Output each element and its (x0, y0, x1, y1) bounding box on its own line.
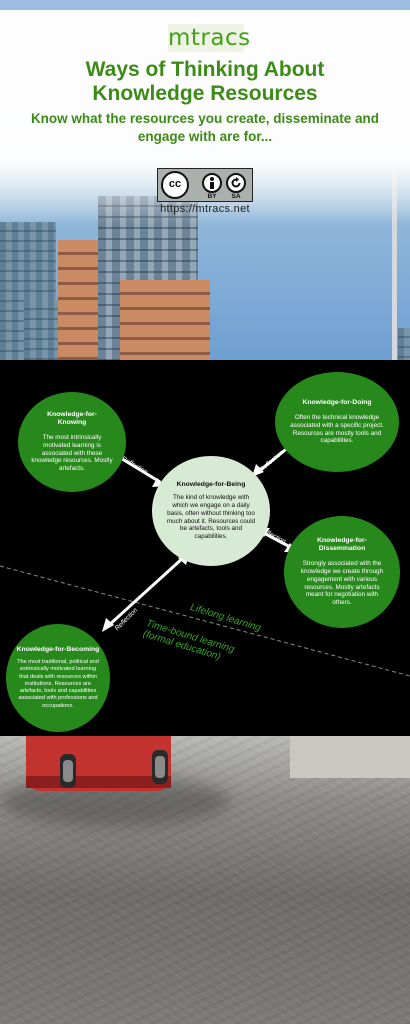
node-dissemination-text: Strongly associated with the knowledge w… (300, 560, 384, 607)
node-being-text: The kind of knowledge with which we enga… (166, 494, 256, 541)
node-knowledge-for-doing: Knowledge-for-Doing Often the technical … (275, 372, 399, 472)
site-url-link[interactable]: https://mtracs.net (160, 203, 250, 215)
cc-by-sa-license-badge[interactable]: cc BY SA (157, 168, 253, 202)
concrete-barrier (290, 736, 410, 778)
arrow-becoming-being (102, 551, 190, 632)
page-title-line-1: Ways of Thinking About (85, 58, 325, 81)
page-title-line-2: Knowledge Resources (92, 82, 318, 105)
page-title: Ways of Thinking About Knowledge Resourc… (0, 58, 410, 106)
building-right-edge (398, 328, 410, 360)
red-vehicle-shade (26, 776, 171, 788)
street-lamp-pole (392, 160, 397, 360)
building-left-lower (24, 300, 64, 360)
share-alike-glyph (231, 177, 241, 188)
learning-boundary-line (0, 565, 410, 677)
attribution-icon (202, 173, 222, 193)
license-sa-label: SA (231, 193, 241, 200)
node-becoming-text: The most traditional, political and extr… (17, 659, 99, 709)
license-by-label: BY (207, 193, 217, 200)
creative-commons-icon: cc (161, 171, 189, 199)
node-knowledge-for-dissemination: Knowledge-for-Dissemination Strongly ass… (284, 516, 400, 628)
mtracs-logo: mtracs (168, 24, 251, 52)
node-doing-title: Knowledge-for-Doing (302, 398, 372, 406)
sky-stripe (0, 0, 410, 10)
node-knowledge-for-knowing: Knowledge-for-Knowing The most intrinsic… (18, 392, 126, 492)
license-icon-row: cc (158, 171, 252, 199)
building-brick-front (120, 280, 210, 360)
node-being-title: Knowledge-for-Being (176, 481, 246, 489)
node-knowing-title: Knowledge-for-Knowing (47, 411, 97, 426)
vehicle-rim-left (63, 760, 73, 782)
node-knowing-text: The most intrinsically motivated learnin… (31, 434, 113, 473)
attribution-person-glyph (210, 177, 214, 189)
knowledge-diagram: Reflection Reflection Reflection Reflect… (0, 360, 410, 736)
node-dissemination-title: Knowledge-for-Dissemination (317, 537, 367, 553)
node-knowledge-for-being: Knowledge-for-Being The kind of knowledg… (152, 456, 270, 566)
node-doing-text: Often the technical knowledge associated… (290, 413, 384, 445)
vehicle-rim-right (155, 756, 165, 778)
page-subtitle: Know what the resources you create, diss… (30, 111, 380, 144)
node-becoming-title: Knowledge-for-Becoming (16, 646, 100, 654)
footer-background-photo (0, 736, 410, 1024)
share-alike-icon (226, 173, 246, 193)
node-knowledge-for-becoming: Knowledge-for-Becoming The most traditio… (6, 624, 110, 732)
building-brick (58, 240, 98, 360)
